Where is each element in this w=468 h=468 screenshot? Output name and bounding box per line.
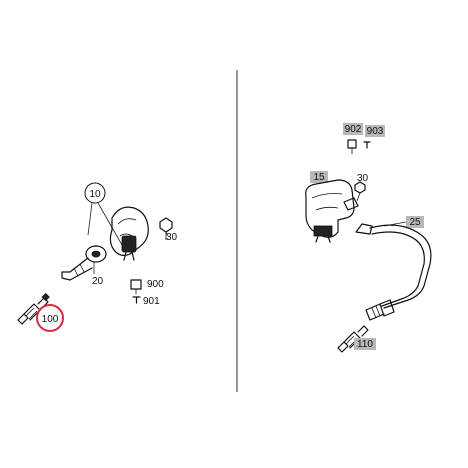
ignition-coil-left[interactable] — [109, 206, 149, 261]
leader-30-left — [165, 231, 169, 237]
callout-110-label: 110 — [357, 339, 373, 350]
callout-25-label: 25 — [409, 217, 421, 228]
screw-901[interactable] — [132, 296, 141, 304]
callout-25[interactable]: 25 — [406, 216, 424, 228]
leader-10a — [87, 202, 93, 236]
callout-30-left[interactable]: 30 — [166, 232, 178, 243]
highlight-circle — [36, 304, 64, 332]
callout-900[interactable]: 900 — [147, 279, 164, 290]
callout-100-highlighted[interactable]: 100 — [36, 304, 64, 332]
callout-15-label: 15 — [313, 172, 325, 183]
leader-10b — [97, 202, 123, 246]
spark-plug-left[interactable] — [17, 292, 50, 325]
coil-plug-block — [121, 235, 137, 253]
ignition-coil-right[interactable] — [305, 179, 359, 243]
screw-30-right[interactable] — [354, 181, 366, 202]
callout-110[interactable]: 110 — [354, 338, 376, 350]
ignition-lead[interactable] — [355, 223, 432, 321]
callout-30-right[interactable]: 30 — [357, 173, 369, 184]
callout-901[interactable]: 901 — [143, 296, 160, 307]
callout-903[interactable]: 903 — [365, 125, 385, 137]
screw-30-left[interactable] — [159, 217, 173, 240]
clip-902[interactable] — [347, 139, 357, 154]
callout-10[interactable]: 10 — [84, 182, 106, 204]
callout-903-label: 903 — [367, 126, 384, 137]
callout-15[interactable]: 15 — [310, 171, 328, 183]
callout-902[interactable]: 902 — [343, 123, 363, 135]
spark-plug-boot[interactable] — [61, 245, 107, 281]
callout-10-label: 10 — [89, 189, 101, 200]
callout-20[interactable]: 20 — [92, 276, 104, 287]
callout-902-label: 902 — [345, 124, 362, 135]
screw-903[interactable] — [363, 141, 371, 149]
clip-900[interactable] — [130, 279, 142, 294]
callout-100-label: 100 — [42, 314, 59, 325]
